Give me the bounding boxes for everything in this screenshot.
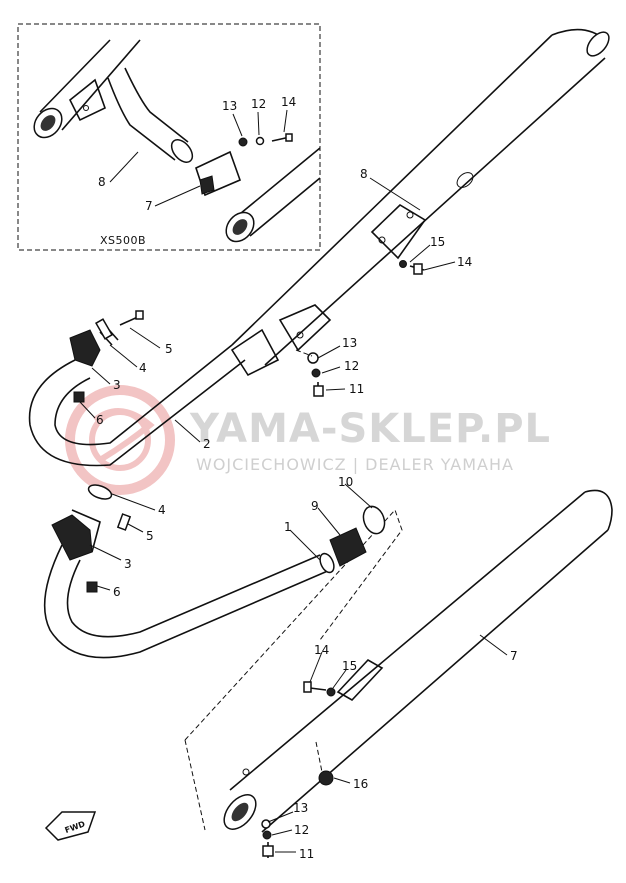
callout-inset-14: 14 xyxy=(281,95,296,109)
callout-lower-10: 10 xyxy=(338,475,353,489)
callout-lower-12: 12 xyxy=(294,823,309,837)
callout-upper-12: 12 xyxy=(344,359,359,373)
callout-inset-12: 12 xyxy=(251,97,266,111)
callout-upper-8: 8 xyxy=(360,167,368,181)
callout-upper-5: 5 xyxy=(165,342,173,356)
callout-lower-16: 16 xyxy=(353,777,368,791)
callout-upper-6: 6 xyxy=(96,413,104,427)
callout-inset-7: 7 xyxy=(145,199,153,213)
fwd-arrow-icon: FWD xyxy=(44,811,97,841)
callout-lower-15: 15 xyxy=(342,659,357,673)
callout-inset-8: 8 xyxy=(98,175,106,189)
callout-upper-4: 4 xyxy=(139,361,147,375)
inset-xs500b: 8 7 13 12 14 XS500B xyxy=(17,23,321,251)
callout-lower-1: 1 xyxy=(284,520,292,534)
callout-lower-11: 11 xyxy=(299,847,314,861)
callout-lower-9: 9 xyxy=(311,499,319,513)
callout-upper-3: 3 xyxy=(113,378,121,392)
callout-lower-3: 3 xyxy=(124,557,132,571)
callout-upper-15: 15 xyxy=(430,235,445,249)
callout-upper-14: 14 xyxy=(457,255,472,269)
callout-upper-11: 11 xyxy=(349,382,364,396)
callout-lower-13: 13 xyxy=(293,801,308,815)
callout-upper-2: 2 xyxy=(203,437,211,451)
callout-lower-7: 7 xyxy=(510,649,518,663)
callout-inset-13: 13 xyxy=(222,99,237,113)
watermark: YAMA-SKLEP.PL WOJCIECHOWICZ | DEALER YAM… xyxy=(65,385,551,495)
watermark-subtitle: WOJCIECHOWICZ | DEALER YAMAHA xyxy=(196,455,514,474)
watermark-title: YAMA-SKLEP.PL xyxy=(189,406,551,452)
upper-muffler-assembly: 8 15 14 5 4 3 6 13 12 11 2 xyxy=(28,28,610,467)
callout-lower-4: 4 xyxy=(158,503,166,517)
lower-muffler-assembly: 4 5 3 6 1 9 10 7 14 15 16 13 12 11 xyxy=(43,475,613,861)
callout-upper-13: 13 xyxy=(342,336,357,350)
callout-lower-14: 14 xyxy=(314,643,329,657)
inset-model-label: XS500B xyxy=(100,234,146,247)
callout-lower-5: 5 xyxy=(146,529,154,543)
callout-lower-6: 6 xyxy=(113,585,121,599)
